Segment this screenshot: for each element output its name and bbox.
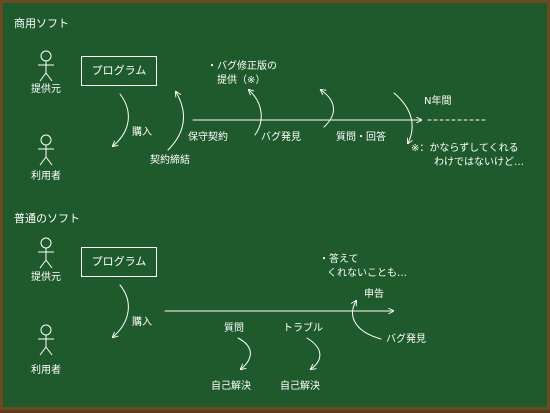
vendor-label-normal: 提供元 — [31, 272, 61, 283]
purchase-arrow-commercial — [113, 93, 129, 146]
purchase-arrow-normal — [113, 284, 129, 337]
report-label: 申告 — [364, 289, 384, 300]
section-title-commercial: 商用ソフト — [14, 17, 69, 30]
question-label: 質問 — [224, 323, 244, 334]
answer-line2: くれないことも… — [327, 268, 407, 279]
vendor-figure-commercial — [38, 50, 54, 82]
purchase-label-commercial: 購入 — [132, 127, 152, 138]
vendor-label-commercial: 提供元 — [31, 84, 61, 95]
bugfix-arrow — [249, 90, 262, 136]
bug-found-label-normal: バグ発見 — [386, 334, 426, 345]
maintenance-contract-label: 保守契約 — [188, 132, 228, 143]
report-arrow — [353, 301, 382, 340]
question-arrow — [237, 337, 251, 369]
section-title-normal: 普通のソフト — [14, 212, 80, 225]
qa-arrow-down — [393, 92, 412, 143]
bug-found-label-commercial: バグ発見 — [261, 132, 301, 143]
contract-label: 契約締結 — [150, 155, 190, 166]
self-solve-label-1: 自己解決 — [211, 381, 251, 392]
years-label: N年間 — [424, 96, 452, 107]
answer-line1: ・答えて — [319, 254, 359, 265]
trouble-arrow — [306, 337, 321, 369]
qa-arrow-up — [321, 90, 334, 128]
diagram-lines — [38, 50, 489, 413]
fix-label-line2: 提供（※） — [217, 75, 266, 86]
user-label-normal: 利用者 — [31, 365, 61, 376]
program-box-commercial: プログラム — [81, 56, 157, 86]
trouble-label: トラブル — [283, 323, 323, 334]
contract-arrow — [167, 92, 184, 151]
vendor-figure-normal — [38, 237, 54, 269]
user-label-commercial: 利用者 — [31, 171, 61, 182]
user-figure-normal — [38, 324, 54, 356]
fix-label-line1: ・バグ修正版の — [207, 61, 277, 72]
note-line2: わけではないけど… — [434, 157, 524, 168]
user-figure-commercial — [38, 134, 54, 166]
qa-label: 質問・回答 — [336, 132, 386, 143]
purchase-label-normal: 購入 — [132, 317, 152, 328]
self-solve-label-2: 自己解決 — [280, 381, 320, 392]
program-box-normal: プログラム — [81, 247, 157, 277]
note-line1: ※：かならずしてくれる — [411, 143, 519, 154]
